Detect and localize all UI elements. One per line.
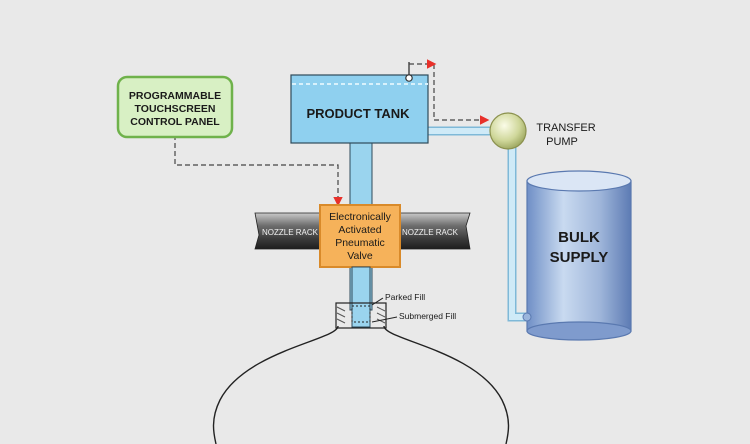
nozzle-rack-label-right: NOZZLE RACK bbox=[402, 228, 459, 237]
submerged-fill-label: Submerged Fill bbox=[399, 311, 456, 321]
transfer-pump-label-line2: PUMP bbox=[546, 136, 578, 148]
product-tank: PRODUCT TANK bbox=[290, 59, 437, 144]
control-panel-label-line1: PROGRAMMABLE bbox=[129, 90, 221, 102]
bulk-supply-body bbox=[526, 180, 632, 332]
control-panel-label-line3: CONTROL PANEL bbox=[130, 116, 220, 128]
pump-icon bbox=[489, 112, 527, 150]
bulk-supply-top bbox=[526, 170, 632, 192]
product-tank-body bbox=[290, 74, 429, 144]
level-sensor-icon bbox=[405, 59, 437, 82]
bottle-neck bbox=[335, 302, 387, 329]
valve-label-line4: Valve bbox=[347, 250, 373, 262]
pneumatic-valve: Electronically Activated Pneumatic Valve bbox=[319, 204, 401, 268]
supply-pipe bbox=[507, 138, 532, 322]
valve-box bbox=[319, 204, 401, 268]
fill-annotations: Parked Fill Submerged Fill bbox=[371, 292, 456, 323]
control-panel: PROGRAMMABLE TOUCHSCREEN CONTROL PANEL bbox=[116, 75, 234, 139]
control-signal bbox=[174, 135, 343, 207]
valve-label-line3: Pneumatic bbox=[335, 237, 385, 249]
fill-nozzle bbox=[351, 266, 371, 328]
valve-label-line2: Activated bbox=[338, 224, 381, 236]
product-tank-label: PRODUCT TANK bbox=[306, 106, 410, 121]
bottle-threads bbox=[336, 306, 386, 324]
bulk-supply-tank: BULK SUPPLY bbox=[526, 170, 632, 341]
parked-fill-label: Parked Fill bbox=[385, 292, 425, 302]
transfer-pump-label-line1: TRANSFER bbox=[536, 122, 595, 134]
bulk-supply-label-line1: BULK bbox=[558, 229, 600, 246]
control-panel-label-line2: TOUCHSCREEN bbox=[135, 103, 216, 115]
level-signal bbox=[433, 64, 490, 125]
bulk-supply-bottom bbox=[526, 321, 632, 341]
transfer-pump: TRANSFER PUMP bbox=[489, 112, 596, 150]
nozzle-rack-label-left: NOZZLE RACK bbox=[262, 228, 319, 237]
control-panel-box bbox=[116, 75, 234, 139]
valve-label-line1: Electronically bbox=[329, 211, 392, 223]
bulk-supply-label-line2: SUPPLY bbox=[550, 249, 609, 266]
bottle bbox=[212, 302, 510, 444]
